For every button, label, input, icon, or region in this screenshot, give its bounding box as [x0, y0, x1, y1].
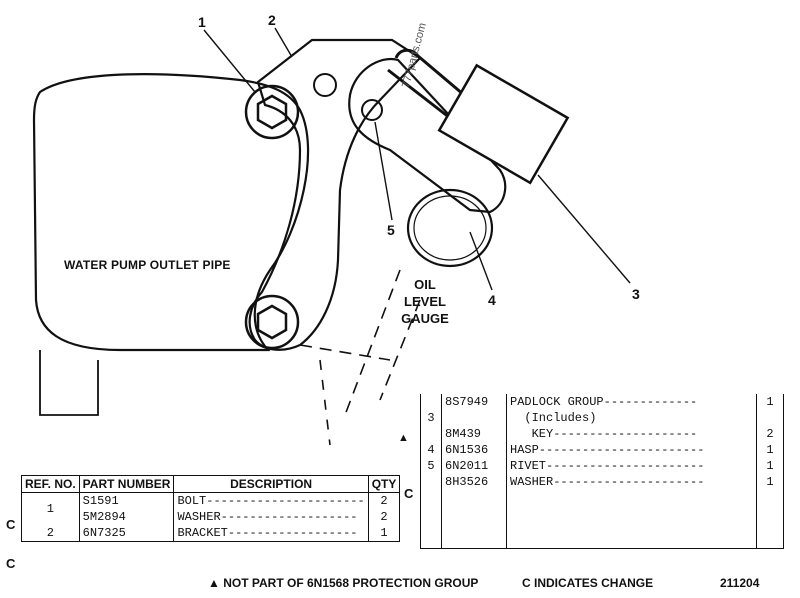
- qty-cell: 2: [367, 492, 401, 509]
- gauge-label-line-2: LEVEL: [404, 294, 446, 309]
- table-row-spacer: [420, 490, 784, 549]
- change-legend: C INDICATES CHANGE: [522, 576, 654, 590]
- qty-cell: 1: [756, 458, 784, 474]
- description-cell: WASHER-------------------: [173, 509, 369, 525]
- ref-no-cell: 3: [420, 410, 442, 426]
- callout-3: 3: [632, 286, 640, 302]
- table-row: 5 6N2011 RIVET---------------------- 1: [420, 458, 784, 474]
- ref-no-cell: 5: [420, 458, 442, 474]
- description-cell: BRACKET------------------: [173, 525, 369, 542]
- description-cell: (Includes): [506, 410, 757, 426]
- header-ref-no: REF. NO.: [21, 475, 80, 493]
- qty-cell: 1: [367, 525, 401, 542]
- part-number-cell: 6N7325: [78, 525, 175, 542]
- header-qty: QTY: [367, 475, 401, 493]
- part-number-cell: 8S7949: [441, 394, 507, 410]
- ref-no-cell: [420, 426, 442, 442]
- left-parts-table: REF. NO. PART NUMBER DESCRIPTION QTY 1 S…: [21, 475, 401, 542]
- qty-cell: 2: [756, 426, 784, 442]
- oil-level-gauge-label: OIL LEVEL GAUGE: [400, 276, 450, 327]
- table-row: 8S7949 PADLOCK GROUP------------- 1: [420, 394, 784, 410]
- qty-cell: 2: [367, 509, 401, 525]
- part-number-cell: 6N1536: [441, 442, 507, 458]
- description-cell: WASHER---------------------: [506, 474, 757, 490]
- left-row-marker-1: C: [6, 517, 16, 532]
- qty-cell: 1: [756, 394, 784, 410]
- gauge-label-line-1: OIL: [414, 277, 436, 292]
- protection-group-note: ▲ NOT PART OF 6N1568 PROTECTION GROUP: [208, 576, 479, 590]
- table-row: 8M439 KEY-------------------- 2: [420, 426, 784, 442]
- part-number-cell: 6N2011: [441, 458, 507, 474]
- part-number-cell: 5M2894: [78, 509, 175, 525]
- right-parts-table: 8S7949 PADLOCK GROUP------------- 1 3 (I…: [420, 394, 784, 549]
- description-cell: RIVET----------------------: [506, 458, 757, 474]
- part-number-cell: S1591: [78, 492, 175, 509]
- gauge-label-line-3: GAUGE: [401, 311, 449, 326]
- callout-1: 1: [198, 14, 206, 30]
- ref-no-cell: 4: [420, 442, 442, 458]
- header-part-number: PART NUMBER: [78, 475, 175, 493]
- table-row: 1 S1591 BOLT---------------------- 2: [21, 492, 401, 525]
- ref-no-cell: 2: [21, 525, 80, 542]
- right-row-marker-3: ▲: [398, 432, 409, 444]
- description-cell: PADLOCK GROUP-------------: [506, 394, 757, 410]
- callout-5: 5: [387, 222, 395, 238]
- ref-no-cell: 1: [21, 492, 80, 525]
- pipe-label: WATER PUMP OUTLET PIPE: [64, 258, 231, 272]
- ref-no-cell: [420, 474, 442, 490]
- description-cell: KEY--------------------: [506, 426, 757, 442]
- table-row: 2 6N7325 BRACKET------------------ 1: [21, 525, 401, 542]
- water-pump-outlet-pipe: [32, 73, 310, 352]
- description-cell: HASP-----------------------: [506, 442, 757, 458]
- table-row: 5M2894 WASHER------------------- 2: [22, 509, 401, 525]
- part-number-cell: 8H3526: [441, 474, 507, 490]
- right-row-marker-5: C: [404, 486, 414, 501]
- callout-2: 2: [268, 12, 276, 28]
- table-row: 8H3526 WASHER--------------------- 1: [420, 474, 784, 490]
- part-number-cell: 8M439: [441, 426, 507, 442]
- table-row: 3 (Includes): [420, 410, 784, 426]
- part-number-cell: [441, 410, 507, 426]
- hasp: [348, 57, 507, 214]
- ref-no-cell: [420, 394, 442, 410]
- illustration-code: 211204: [720, 576, 760, 590]
- header-description: DESCRIPTION: [173, 475, 369, 493]
- table-row: 4 6N1536 HASP----------------------- 1: [420, 442, 784, 458]
- callout-4: 4: [488, 292, 496, 308]
- description-cell: BOLT----------------------: [173, 492, 369, 509]
- left-row-marker-3: C: [6, 556, 16, 571]
- qty-cell: 1: [756, 474, 784, 490]
- padlock: [437, 63, 570, 185]
- qty-cell: 1: [756, 442, 784, 458]
- qty-cell: [756, 410, 784, 426]
